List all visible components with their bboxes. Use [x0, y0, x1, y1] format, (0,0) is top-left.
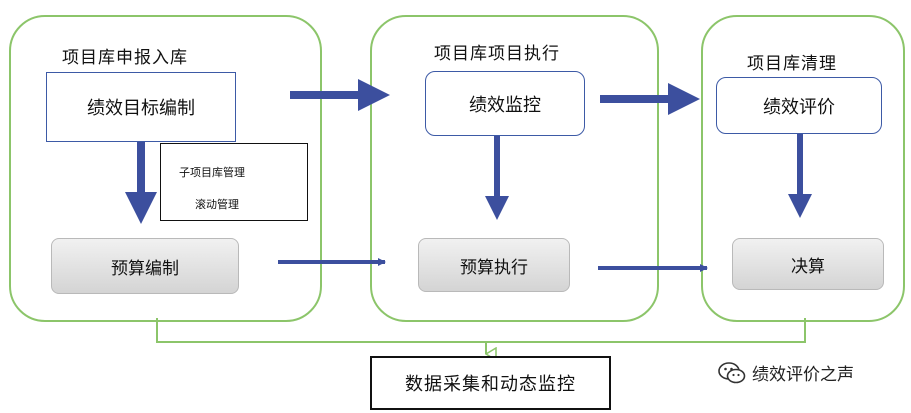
note-line-rolling: 滚动管理 [195, 198, 239, 211]
budget-exec-box: 预算执行 [418, 238, 570, 292]
stage-title-cleanup: 项目库清理 [747, 54, 837, 74]
green-connector [156, 318, 806, 343]
watermark: 绩效评价之声 [718, 360, 854, 385]
wechat-icon [718, 361, 746, 383]
stage-title-declaration: 项目库申报入库 [62, 48, 188, 68]
data-collection-box: 数据采集和动态监控 [370, 356, 611, 410]
final-accounts-box: 决算 [732, 238, 884, 290]
sub-project-note-box: 子项目库管理 滚动管理 [160, 143, 308, 221]
monitoring-box: 绩效监控 [425, 71, 585, 136]
target-setting-box: 绩效目标编制 [46, 72, 236, 142]
evaluation-box: 绩效评价 [716, 77, 882, 134]
budget-prep-box: 预算编制 [51, 238, 239, 294]
watermark-text: 绩效评价之声 [752, 365, 854, 385]
stage-title-execution: 项目库项目执行 [434, 44, 560, 64]
note-line-sub-project: 子项目库管理 [179, 166, 245, 179]
